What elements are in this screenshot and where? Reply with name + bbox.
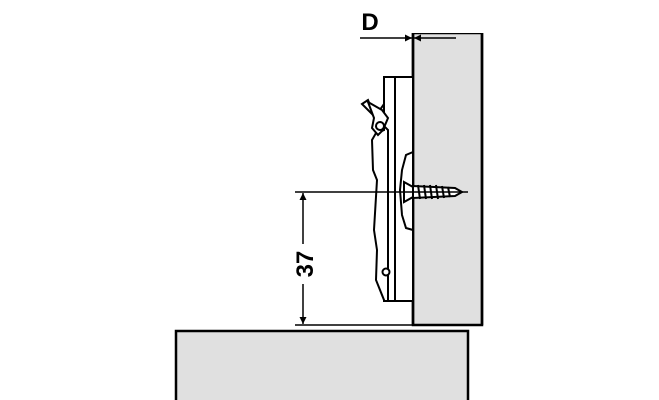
- side-panel-top-cover: [405, 20, 495, 33]
- height-label: 37: [292, 251, 319, 278]
- depth-label: D: [361, 9, 378, 36]
- bottom-panel: [174, 329, 470, 400]
- height-dimension: [295, 191, 468, 326]
- side-panel: [411, 31, 484, 327]
